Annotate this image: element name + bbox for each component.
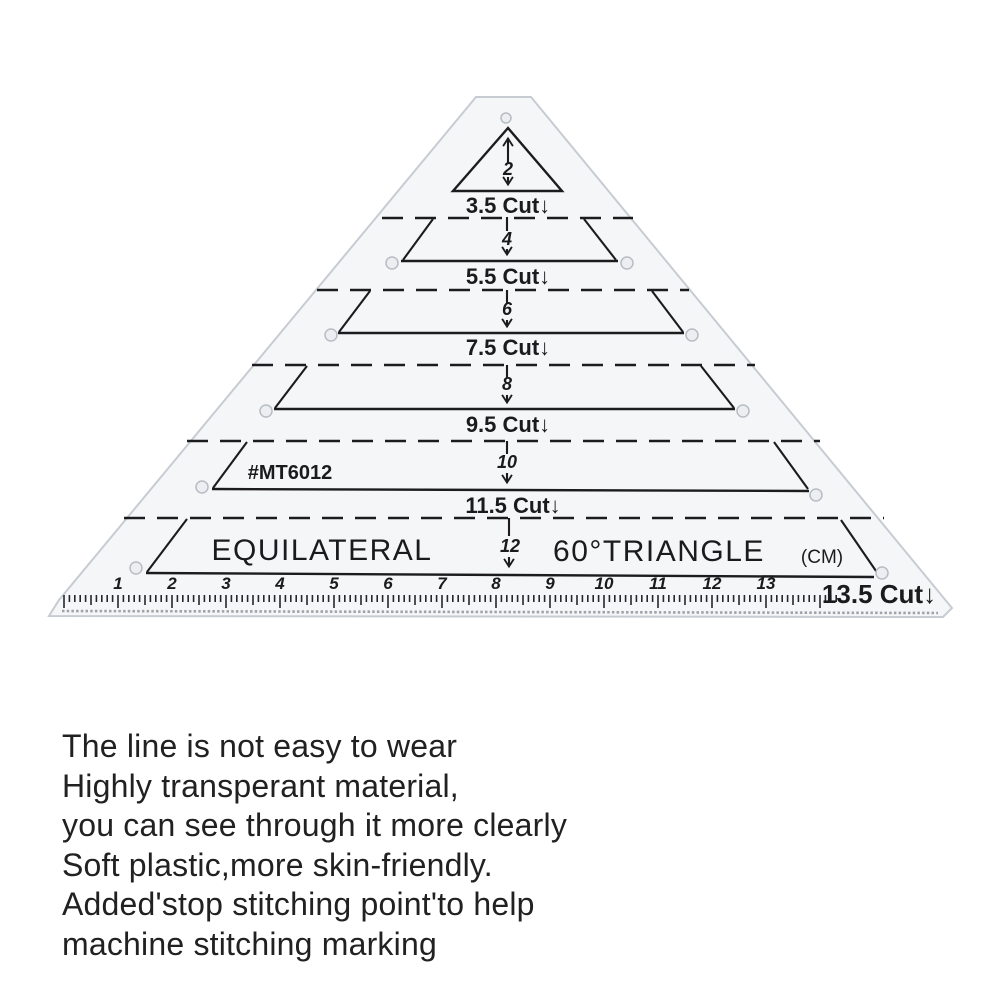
cut-line: [211, 487, 810, 493]
top-small-triangle: [450, 126, 565, 193]
unit-label: (CM): [801, 547, 843, 568]
scale-number: 7: [437, 574, 448, 593]
scale-number: 5: [329, 574, 339, 593]
scale-number: 6: [383, 574, 393, 593]
description-line: machine stitching marking: [62, 925, 437, 962]
stitch-hole: [500, 112, 512, 124]
description-line: you can see through it more clearly: [62, 807, 568, 843]
model-number: #MT6012: [248, 462, 333, 484]
ruler-body: [47, 96, 954, 619]
description-line: Highly transperant material,: [62, 767, 459, 804]
triangle-side-segments: [146, 218, 877, 573]
scale-number: 13: [757, 574, 776, 593]
scale-number: 2: [166, 574, 177, 593]
description-line: The line is not easy to wear: [62, 728, 458, 764]
center-number: 4: [501, 229, 512, 249]
stitch-holes: [129, 256, 889, 580]
scale-number: 4: [274, 574, 285, 593]
ruler-scale-ticks: [63, 595, 838, 608]
center-number: 12: [500, 536, 520, 556]
ruler-bottom-edge: [61, 609, 939, 615]
cut-label: 13.5 Cut↓: [822, 579, 936, 609]
scale-number: 9: [545, 574, 555, 593]
cut-label: 9.5 Cut↓: [466, 412, 550, 437]
center-number: 2: [502, 159, 513, 179]
cut-label: 5.5 Cut↓: [466, 264, 550, 289]
ruler-name-right: 60°TRIANGLE: [553, 535, 765, 568]
scale-number: 1: [113, 574, 122, 593]
description-line: Added'stop stitching point'to help: [62, 886, 535, 922]
scale-number: 10: [595, 574, 614, 593]
ruler-name-left: EQUILATERAL: [211, 534, 432, 567]
cut-label: 11.5 Cut↓: [465, 493, 560, 518]
center-number: 8: [502, 374, 512, 394]
scale-number: 11: [649, 574, 667, 593]
product-description: The line is not easy to wear Highly tran…: [62, 727, 622, 964]
center-dimension-callouts: 4 6 8 10 12: [497, 217, 520, 569]
center-number: 6: [502, 299, 513, 319]
cut-line: [145, 571, 875, 579]
scale-number: 12: [703, 574, 722, 593]
cut-label: 3.5 Cut↓: [466, 193, 550, 218]
center-number: 10: [497, 452, 517, 472]
scale-number: 3: [221, 574, 231, 593]
description-line: Soft plastic,more skin-friendly.: [62, 846, 493, 883]
cut-label: 7.5 Cut↓: [466, 335, 550, 360]
scale-number: 8: [491, 574, 501, 593]
